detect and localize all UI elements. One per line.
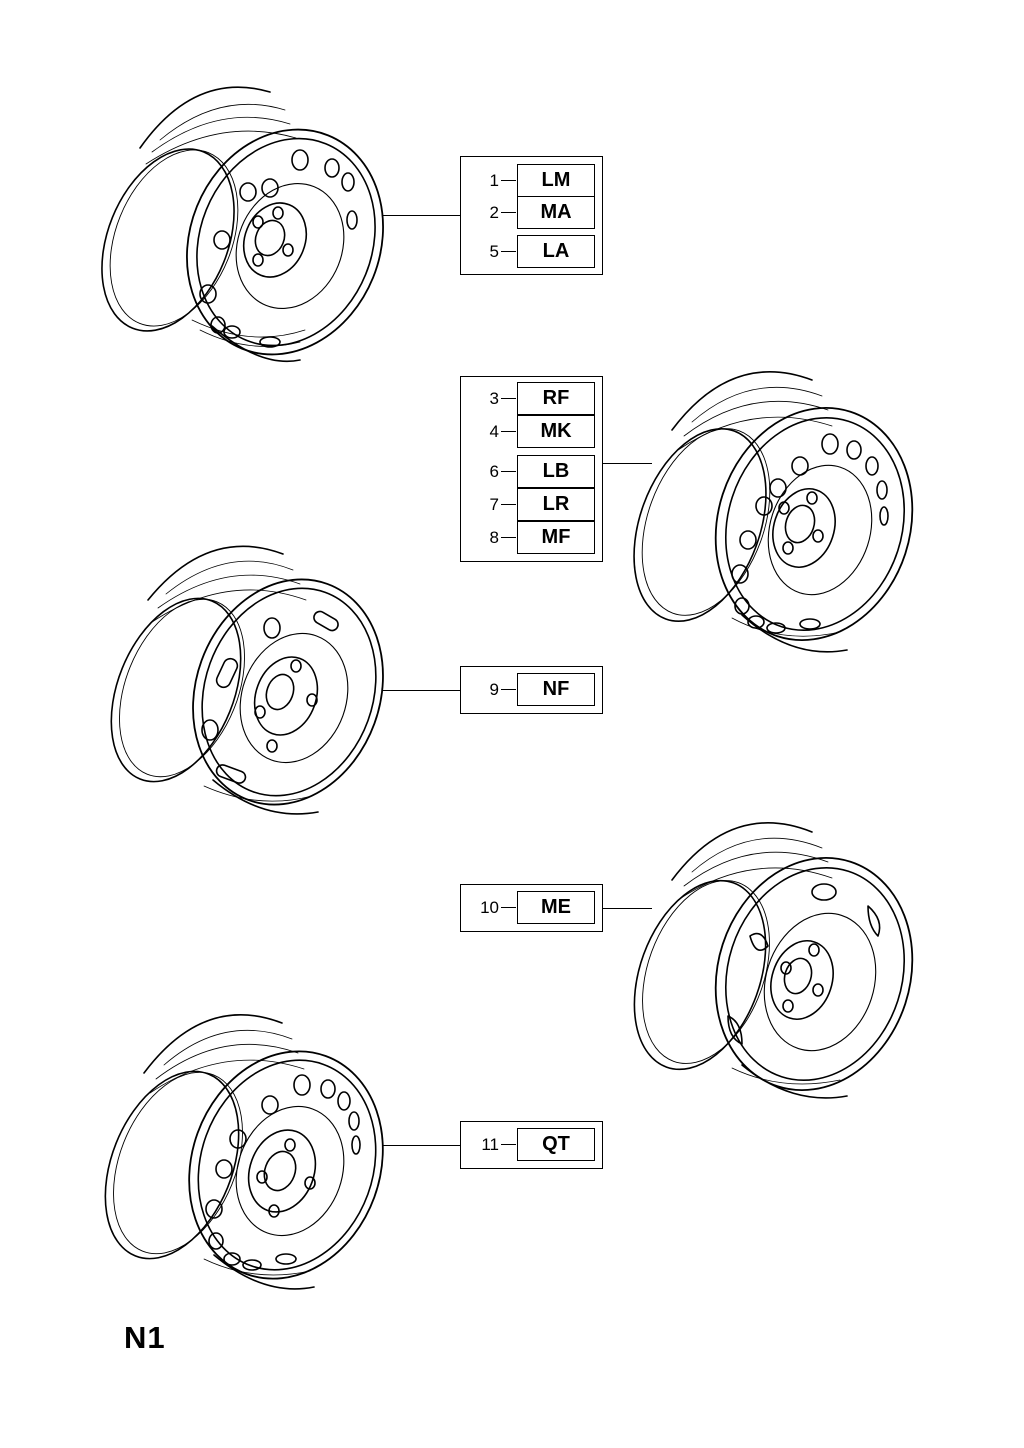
part-code-row: 5 LA — [461, 235, 602, 268]
callout-tick — [501, 180, 516, 181]
part-number: 10 — [480, 898, 499, 917]
leader-line-2 — [602, 463, 652, 464]
leader-line-3 — [383, 690, 460, 691]
callout-tick — [501, 907, 516, 908]
callout-tick — [501, 471, 516, 472]
callout-tick — [501, 689, 516, 690]
part-code-label: LR — [517, 488, 595, 521]
part-code-row: 2 MA — [461, 196, 602, 229]
part-number: 5 — [489, 242, 499, 261]
part-code-row: 4 MK — [461, 415, 602, 448]
part-code-row: 7 LR — [461, 488, 602, 521]
part-code-group-1: 1 LM 2 MA 5 LA — [460, 156, 603, 275]
leader-line-5 — [383, 1145, 460, 1146]
part-code-label: MA — [517, 196, 595, 229]
callout-tick — [501, 431, 516, 432]
part-number: 11 — [481, 1135, 499, 1154]
part-number: 2 — [489, 203, 499, 222]
part-number: 1 — [489, 171, 499, 190]
wheel-illustration-1 — [100, 80, 390, 375]
part-code-group-2: 3 RF 4 MK 6 LB 7 LR 8 MF — [460, 376, 603, 562]
callout-tick — [501, 251, 516, 252]
leader-line-1 — [383, 215, 460, 216]
part-code-row: 3 RF — [461, 382, 602, 415]
wheel-illustration-2 — [632, 360, 916, 660]
part-code-row: 6 LB — [461, 455, 602, 488]
wheel-illustration-4 — [632, 810, 916, 1105]
leader-line-4 — [602, 908, 652, 909]
part-code-row: 9 NF — [461, 673, 602, 706]
part-code-row: 8 MF — [461, 521, 602, 554]
callout-tick — [501, 504, 516, 505]
part-code-group-5: 11 QT — [460, 1121, 603, 1169]
part-code-label: QT — [517, 1128, 595, 1161]
part-number: 9 — [489, 680, 499, 699]
wheel-illustration-5 — [104, 1005, 388, 1295]
part-number: 7 — [489, 495, 499, 514]
callout-tick — [501, 398, 516, 399]
callout-tick — [501, 537, 516, 538]
part-number: 6 — [489, 462, 499, 481]
callout-tick — [501, 212, 516, 213]
part-code-label: LA — [517, 235, 595, 268]
part-code-group-4: 10 ME — [460, 884, 603, 932]
part-code-label: RF — [517, 382, 595, 415]
part-number: 3 — [489, 389, 499, 408]
part-code-label: NF — [517, 673, 595, 706]
part-code-row: 1 LM — [461, 164, 602, 197]
part-code-label: LB — [517, 455, 595, 488]
part-code-row: 11 QT — [461, 1128, 602, 1161]
part-number: 4 — [489, 422, 499, 441]
page-label: N1 — [124, 1320, 166, 1355]
part-code-label: MK — [517, 415, 595, 448]
wheel-illustration-3 — [108, 540, 388, 825]
callout-tick — [501, 1144, 516, 1145]
part-code-group-3: 9 NF — [460, 666, 603, 714]
part-code-label: MF — [517, 521, 595, 554]
part-code-label: LM — [517, 164, 595, 197]
part-code-label: ME — [517, 891, 595, 924]
part-number: 8 — [489, 528, 499, 547]
part-code-row: 10 ME — [461, 891, 602, 924]
